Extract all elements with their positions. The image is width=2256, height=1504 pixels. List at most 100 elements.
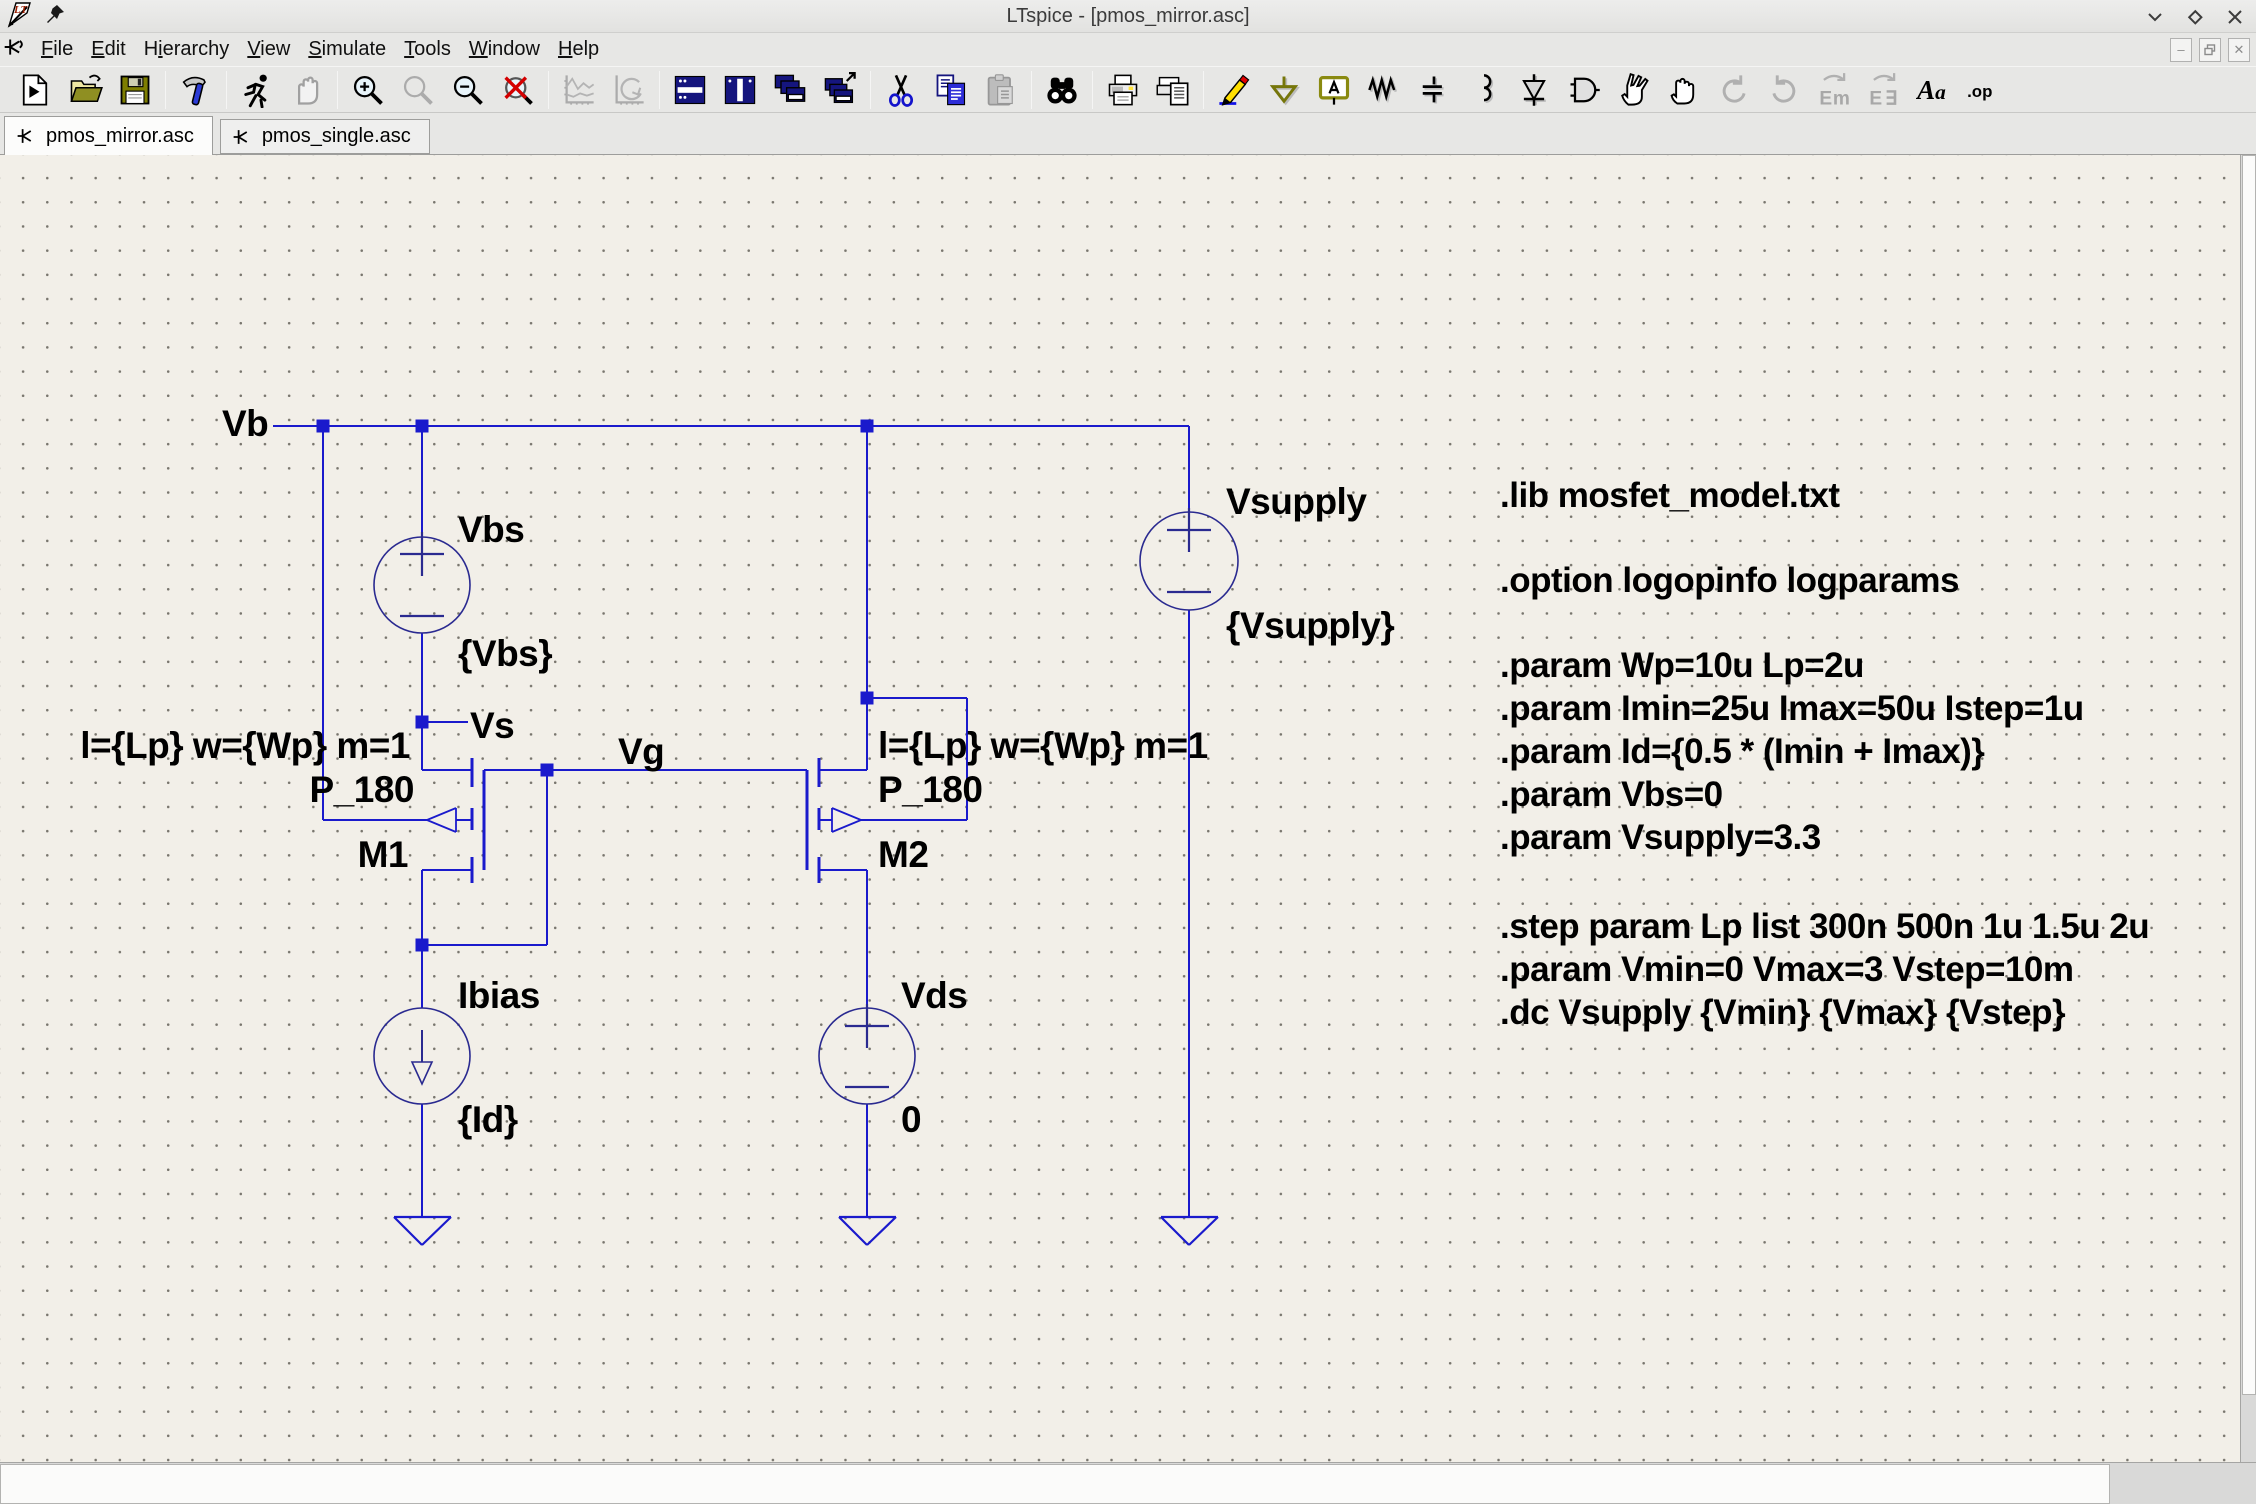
tab-pmos-single[interactable]: pmos_single.asc bbox=[220, 119, 430, 154]
place-capacitor-icon bbox=[1416, 72, 1452, 108]
run-simulation-button[interactable] bbox=[232, 69, 282, 111]
mosfet-m2[interactable] bbox=[807, 758, 861, 883]
m1-name[interactable]: M1 bbox=[0, 836, 408, 873]
draw-wire-icon bbox=[1216, 72, 1252, 108]
m1-params[interactable]: l={Lp} w={Wp} m=1 bbox=[0, 727, 410, 764]
toolbar-separator bbox=[226, 71, 227, 109]
spice-directive-text[interactable]: .param Vsupply=3.3 bbox=[1500, 820, 1821, 855]
voltage-source-vbs[interactable] bbox=[374, 532, 470, 633]
voltage-source-vsupply[interactable] bbox=[1140, 508, 1238, 610]
menu-help[interactable]: Help bbox=[549, 35, 608, 64]
tab-pmos-mirror[interactable]: pmos_mirror.asc bbox=[4, 116, 213, 155]
pin-icon[interactable] bbox=[44, 3, 66, 30]
spice-directive-text[interactable]: .lib mosfet_model.txt bbox=[1500, 478, 1840, 513]
menu-simulate[interactable]: Simulate bbox=[299, 35, 395, 64]
menu-edit[interactable]: Edit bbox=[82, 35, 134, 64]
schematic-canvas[interactable]: Vb Vs Vg Vbs {Vbs} l={Lp} w={Wp} m=1 P_1… bbox=[0, 155, 2240, 1462]
m1-model[interactable]: P_180 bbox=[0, 771, 414, 808]
spice-directive-text[interactable]: .option logopinfo logparams bbox=[1500, 563, 1959, 598]
spice-directive-text[interactable]: .dc Vsupply {Vmin} {Vmax} {Vstep} bbox=[1500, 995, 2065, 1030]
net-label-vg[interactable]: Vg bbox=[618, 733, 664, 770]
toolbar-separator bbox=[659, 71, 660, 109]
menu-tools[interactable]: Tools bbox=[395, 35, 460, 64]
zoom-out-button[interactable] bbox=[443, 69, 493, 111]
maximize-window-button[interactable] bbox=[2182, 4, 2208, 30]
ibias-name[interactable]: Ibias bbox=[458, 977, 540, 1014]
vertical-scrollbar-thumb[interactable] bbox=[2242, 155, 2256, 1395]
cut-button[interactable] bbox=[876, 69, 926, 111]
tile-horizontal-button[interactable] bbox=[665, 69, 715, 111]
print-preview-button[interactable] bbox=[1148, 69, 1198, 111]
drag-button[interactable] bbox=[1659, 69, 1709, 111]
vds-name[interactable]: Vds bbox=[901, 977, 967, 1014]
save-button[interactable] bbox=[110, 69, 160, 111]
place-inductor-button[interactable] bbox=[1459, 69, 1509, 111]
current-source-ibias[interactable] bbox=[374, 1008, 470, 1104]
shade-window-button[interactable] bbox=[2142, 4, 2168, 30]
print-button[interactable] bbox=[1098, 69, 1148, 111]
toolbar: EmE∃Aa.op bbox=[0, 66, 2256, 113]
draw-wire-button[interactable] bbox=[1209, 69, 1259, 111]
vds-value[interactable]: 0 bbox=[901, 1101, 921, 1138]
copy-button[interactable] bbox=[926, 69, 976, 111]
wires[interactable] bbox=[273, 426, 1189, 1217]
voltage-source-vds[interactable] bbox=[819, 1004, 915, 1104]
open-file-button[interactable] bbox=[60, 69, 110, 111]
ground-symbols[interactable] bbox=[394, 1217, 1218, 1245]
mdi-minimize-button[interactable]: – bbox=[2170, 38, 2192, 62]
place-resistor-button[interactable] bbox=[1359, 69, 1409, 111]
place-capacitor-button[interactable] bbox=[1409, 69, 1459, 111]
spice-directive-text[interactable]: .param Imin=25u Imax=50u Istep=1u bbox=[1500, 691, 2084, 726]
window-title: LTspice - [pmos_mirror.asc] bbox=[0, 5, 2256, 28]
zoom-full-extents-button[interactable] bbox=[493, 69, 543, 111]
open-file-icon bbox=[67, 72, 103, 108]
horizontal-scrollbar-thumb[interactable] bbox=[0, 1464, 2110, 1504]
find-button[interactable] bbox=[1037, 69, 1087, 111]
spice-directive-text[interactable]: .param Wp=10u Lp=2u bbox=[1500, 648, 1864, 683]
vbs-value[interactable]: {Vbs} bbox=[458, 635, 552, 672]
vsupply-name[interactable]: Vsupply bbox=[1226, 483, 1366, 520]
place-diode-button[interactable] bbox=[1509, 69, 1559, 111]
redo-button bbox=[1759, 69, 1809, 111]
close-window-button[interactable] bbox=[2222, 4, 2248, 30]
net-label-vb[interactable]: Vb bbox=[222, 405, 268, 442]
net-label-vs[interactable]: Vs bbox=[470, 707, 514, 744]
vsupply-value[interactable]: {Vsupply} bbox=[1226, 607, 1394, 644]
mosfet-m1[interactable] bbox=[427, 758, 484, 883]
m2-name[interactable]: M2 bbox=[878, 836, 928, 873]
vbs-name[interactable]: Vbs bbox=[458, 511, 524, 548]
spice-directive-text[interactable]: .step param Lp list 300n 500n 1u 1.5u 2u bbox=[1500, 909, 2149, 944]
menu-hierarchy[interactable]: Hierarchy bbox=[135, 35, 239, 64]
spice-directive-text[interactable]: .param Vmin=0 Vmax=3 Vstep=10m bbox=[1500, 952, 2074, 987]
mdi-close-button[interactable]: ✕ bbox=[2228, 38, 2250, 62]
spice-directive-text[interactable]: .param Vbs=0 bbox=[1500, 777, 1723, 812]
ibias-value[interactable]: {Id} bbox=[458, 1101, 518, 1138]
spice-directive-text[interactable]: .param Id={0.5 * (Imin + Imax)} bbox=[1500, 734, 1984, 769]
place-ground-button[interactable] bbox=[1259, 69, 1309, 111]
vertical-scrollbar[interactable] bbox=[2240, 155, 2256, 1462]
place-text-button[interactable]: Aa bbox=[1909, 69, 1959, 111]
arrange-windows-button[interactable] bbox=[815, 69, 865, 111]
cascade-windows-button[interactable] bbox=[765, 69, 815, 111]
place-net-label-icon bbox=[1316, 72, 1352, 108]
paste-icon bbox=[983, 72, 1019, 108]
move-button[interactable] bbox=[1609, 69, 1659, 111]
horizontal-scrollbar[interactable] bbox=[0, 1462, 2256, 1504]
place-component-button[interactable] bbox=[1559, 69, 1609, 111]
run-simulation-icon bbox=[239, 72, 275, 108]
menu-window[interactable]: Window bbox=[460, 35, 549, 64]
bulk-arrow-icon bbox=[427, 808, 456, 832]
cascade-windows-icon bbox=[772, 72, 808, 108]
tile-vertical-button[interactable] bbox=[715, 69, 765, 111]
menu-view[interactable]: View bbox=[238, 35, 299, 64]
m2-model[interactable]: P_180 bbox=[878, 771, 983, 808]
menu-file[interactable]: File bbox=[32, 35, 82, 64]
control-panel-button[interactable] bbox=[171, 69, 221, 111]
m2-params[interactable]: l={Lp} w={Wp} m=1 bbox=[878, 727, 1208, 764]
spice-directive-button[interactable]: .op bbox=[1959, 69, 2009, 111]
mdi-restore-button[interactable] bbox=[2199, 38, 2221, 62]
halt-simulation-button bbox=[282, 69, 332, 111]
place-net-label-button[interactable] bbox=[1309, 69, 1359, 111]
new-schematic-button[interactable] bbox=[10, 69, 60, 111]
zoom-in-button[interactable] bbox=[343, 69, 393, 111]
